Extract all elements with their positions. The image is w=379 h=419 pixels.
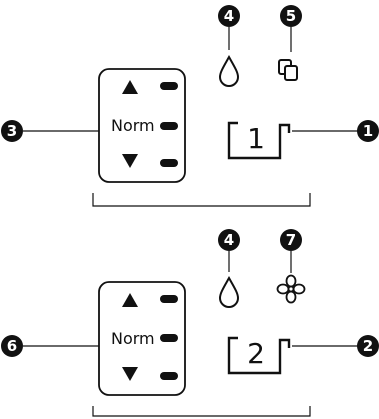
- control-panel-bottom: [98, 281, 186, 396]
- panel-top: 4 5 Norm 3 1: [1, 5, 379, 207]
- callout-4-bottom: 4: [218, 229, 240, 251]
- callout-3: 3: [1, 120, 23, 142]
- callout-label: 4: [224, 231, 234, 249]
- compartment-number: 2: [247, 337, 265, 370]
- callout-label: 5: [286, 7, 296, 25]
- temp-up-button[interactable]: [122, 293, 138, 307]
- compartment-indicator-1: 1: [227, 121, 291, 160]
- callout-label: 2: [363, 337, 373, 355]
- compartment-number: 1: [247, 122, 265, 155]
- callout-1: 1: [357, 120, 379, 142]
- indicator-led-upper: [160, 295, 178, 303]
- callout-6: 6: [1, 335, 23, 357]
- temp-down-button[interactable]: [122, 154, 138, 168]
- indicator-led-norm: [160, 334, 178, 342]
- indicator-led-norm: [160, 122, 178, 130]
- copy-icon: [278, 59, 298, 81]
- water-drop-icon: [218, 275, 240, 308]
- panel-bottom: 4 7 Norm 6: [1, 229, 379, 417]
- callout-7: 7: [280, 229, 302, 251]
- indicator-led-lower: [160, 372, 178, 380]
- norm-label: Norm: [111, 116, 155, 135]
- norm-label: Norm: [111, 329, 155, 348]
- temp-up-button[interactable]: [122, 80, 138, 94]
- indicator-led-upper: [160, 82, 178, 90]
- callout-label: 6: [7, 337, 17, 355]
- callout-label: 3: [7, 122, 17, 140]
- fan-icon: [276, 274, 306, 304]
- control-panel-top: [98, 68, 186, 183]
- compartment-indicator-2: 2: [227, 336, 291, 375]
- callout-label: 1: [363, 122, 373, 140]
- callout-2: 2: [357, 335, 379, 357]
- temp-down-button[interactable]: [122, 367, 138, 381]
- indicator-led-lower: [160, 159, 178, 167]
- group-bracket-top: [92, 193, 311, 207]
- callout-label: 7: [286, 231, 296, 249]
- group-bracket-bottom: [92, 406, 311, 417]
- callout-4-top: 4: [218, 5, 240, 27]
- water-drop-icon: [218, 54, 240, 87]
- callout-5: 5: [280, 5, 302, 27]
- callout-label: 4: [224, 7, 234, 25]
